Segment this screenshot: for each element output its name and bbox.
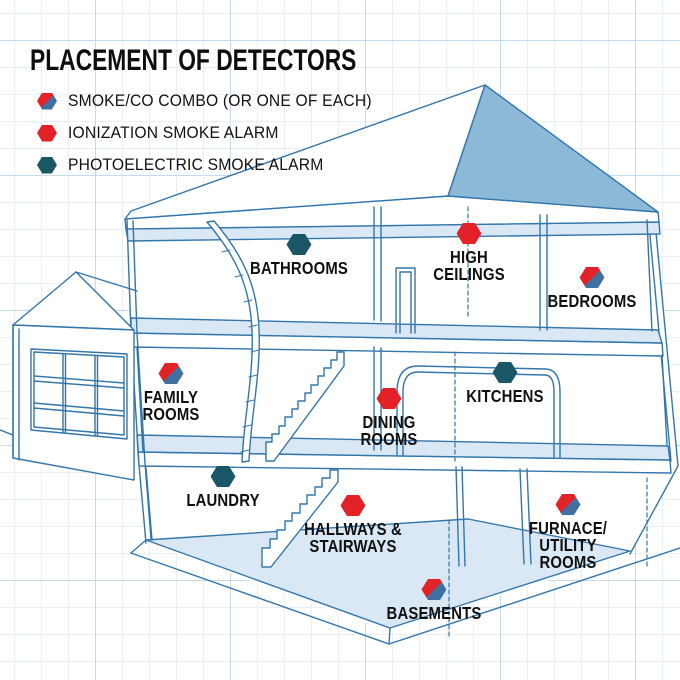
- room-marker-high-ceilings: HIGH CEILINGS: [427, 223, 511, 283]
- room-marker-bathrooms: BATHROOMS: [241, 234, 356, 277]
- photoelectric-detector-icon: [37, 156, 57, 174]
- detector-icon: [492, 362, 518, 383]
- curved-cut-wall: [206, 220, 260, 463]
- legend: PLACEMENT OF DETECTORS SMOKE/CO COMBO (O…: [30, 44, 459, 187]
- room-label: LAUNDRY: [186, 490, 260, 510]
- detector-icon: [286, 234, 312, 255]
- ionization-detector-icon: [37, 124, 57, 142]
- legend-label: SMOKE/CO COMBO (OR ONE OF EACH): [68, 91, 372, 110]
- legend-item-ionization: IONIZATION SMOKE ALARM: [37, 123, 459, 143]
- room-label: DINING ROOMS: [360, 412, 418, 450]
- room-marker-furnace-utility: FURNACE/ UTILITY ROOMS: [512, 494, 624, 571]
- room-marker-bedrooms: BEDROOMS: [540, 267, 645, 310]
- staircase-lower: [261, 469, 339, 568]
- basement-floor: [130, 518, 680, 645]
- room-label: BEDROOMS: [547, 291, 637, 311]
- room-marker-kitchens: KITCHENS: [459, 362, 550, 405]
- detector-icon: [376, 388, 402, 409]
- detector-icon: [421, 579, 447, 600]
- room-label: HALLWAYS & STAIRWAYS: [304, 519, 402, 557]
- room-marker-laundry: LAUNDRY: [180, 466, 266, 509]
- room-label: HIGH CEILINGS: [433, 247, 505, 285]
- detector-icon: [579, 267, 605, 288]
- room-marker-basements: BASEMENTS: [378, 579, 490, 622]
- garage-door: [30, 348, 128, 440]
- legend-label: IONIZATION SMOKE ALARM: [68, 123, 279, 142]
- room-label: FURNACE/ UTILITY ROOMS: [528, 518, 608, 573]
- detector-icon: [210, 466, 236, 487]
- dashed-guides: [448, 206, 648, 639]
- room-label: BATHROOMS: [250, 258, 348, 278]
- detector-icon: [340, 495, 366, 516]
- legend-item-combo: SMOKE/CO COMBO (OR ONE OF EACH): [37, 91, 459, 111]
- room-marker-dining-rooms: DINING ROOMS: [355, 388, 422, 448]
- room-marker-hallways-stairways: HALLWAYS & STAIRWAYS: [295, 495, 410, 555]
- roof-front-face: [447, 84, 659, 213]
- combo-detector-icon: [37, 92, 57, 110]
- lower-level-walls: [145, 466, 532, 567]
- page-title: PLACEMENT OF DETECTORS: [30, 44, 357, 77]
- detector-icon: [456, 223, 482, 244]
- room-label: BASEMENTS: [386, 603, 482, 623]
- room-marker-family-rooms: FAMILY ROOMS: [137, 363, 204, 423]
- legend-item-photoelectric: PHOTOELECTRIC SMOKE ALARM: [37, 155, 459, 175]
- legend-label: PHOTOELECTRIC SMOKE ALARM: [68, 155, 324, 174]
- garage: [0, 271, 138, 481]
- top-level-walls: [373, 206, 653, 334]
- staircase-upper: [265, 351, 345, 462]
- detector-icon: [158, 363, 184, 384]
- door-frame: [395, 267, 416, 334]
- roof: [124, 84, 659, 220]
- room-label: FAMILY ROOMS: [142, 387, 200, 425]
- detector-icon: [555, 494, 581, 515]
- room-label: KITCHENS: [466, 386, 544, 406]
